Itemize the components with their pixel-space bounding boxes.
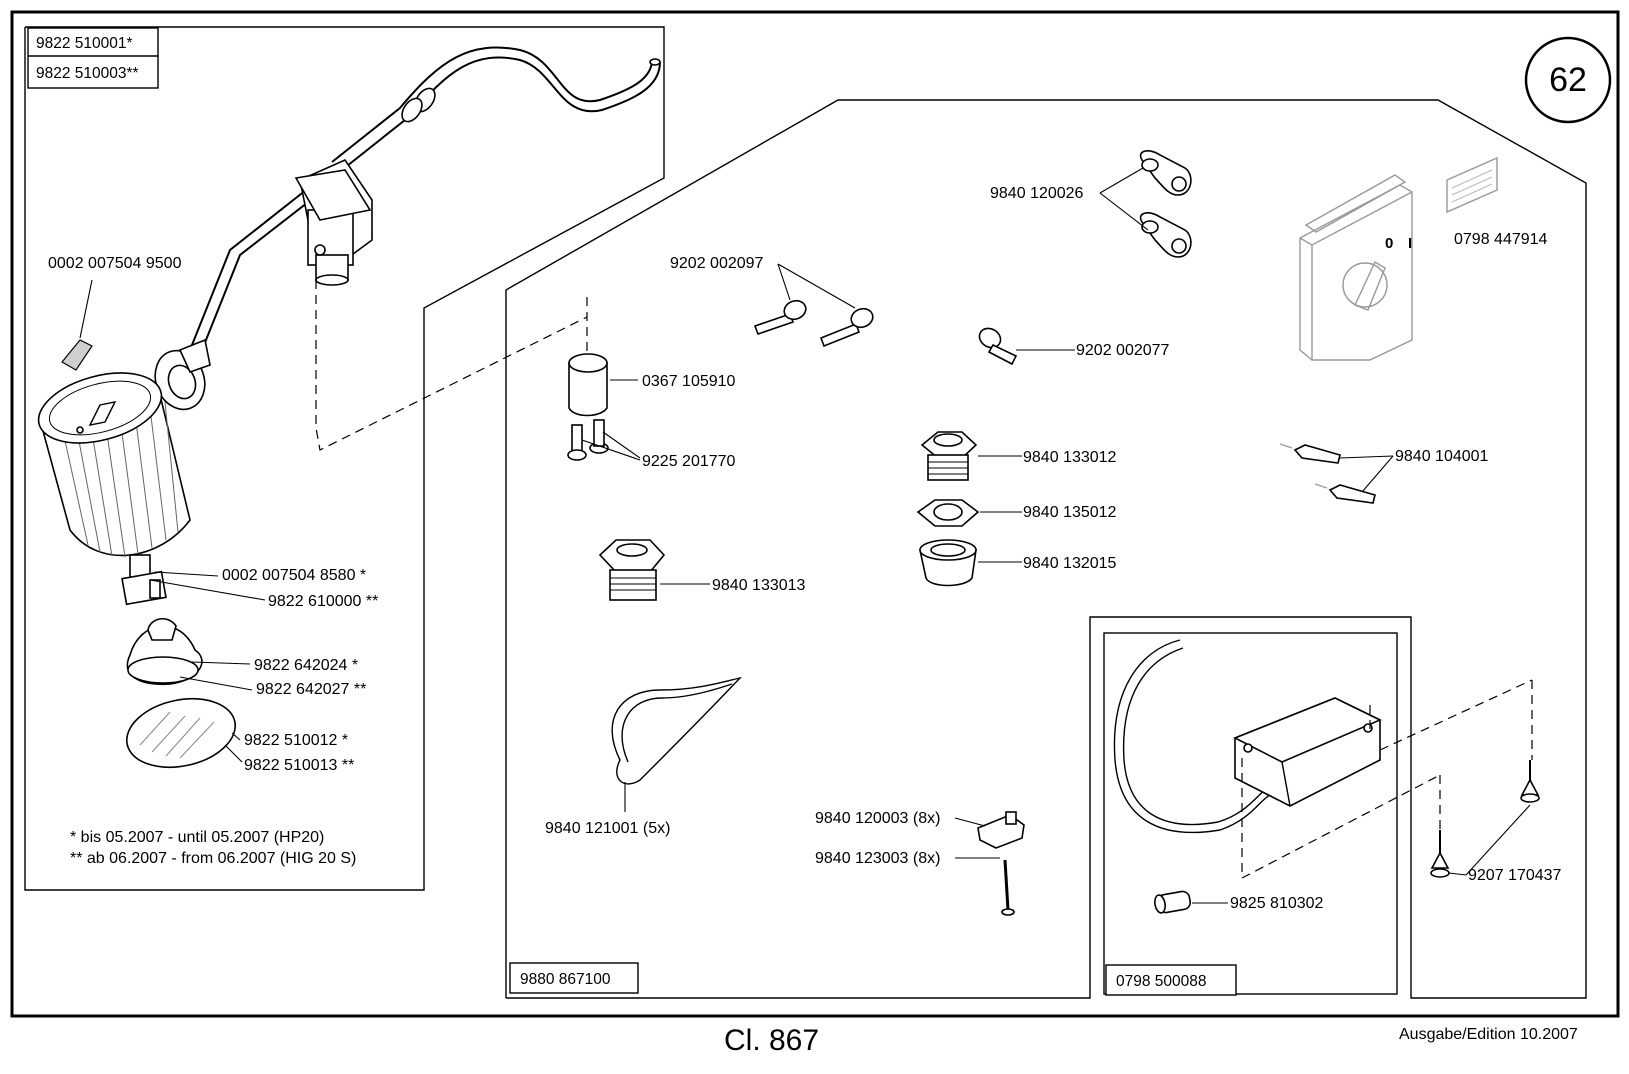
lamp-cable — [189, 46, 661, 356]
clamp-label: 9840 120026 — [990, 185, 1084, 202]
pull-handle-part — [61, 339, 93, 371]
lamp-mount — [154, 338, 211, 411]
gland-left-part — [598, 539, 666, 601]
resistor-label: 9825 810302 — [1230, 895, 1324, 912]
kit-main-label: 9880 867100 — [520, 971, 611, 988]
label-plate-part — [1446, 156, 1498, 214]
glass-a-label: 9822 510012 * — [244, 732, 348, 749]
filter-dashed-link-top — [1379, 679, 1533, 751]
screw-single-label: 9202 002077 — [1076, 342, 1170, 359]
cap-label: 0367 105910 — [642, 373, 736, 390]
lamp-housing — [37, 372, 191, 558]
left-dashed-link — [315, 280, 588, 451]
clamp-part — [1139, 150, 1192, 258]
pin-part — [1001, 859, 1015, 916]
cable-tie-label: 9840 121001 (5x) — [545, 820, 670, 837]
page-number-circle — [1524, 36, 1612, 124]
switch-part: 0 I — [1299, 174, 1413, 361]
screw-pair-part — [753, 299, 874, 348]
resistor-part — [1154, 890, 1192, 914]
gland-large-part — [920, 431, 978, 481]
kit-filter-box: 0798 500088 — [1105, 964, 1237, 996]
page-number: 62 — [1549, 60, 1587, 99]
clip-part — [977, 811, 1025, 849]
edition-date: Ausgabe/Edition 10.2007 — [1399, 1026, 1578, 1043]
screw-single-part — [978, 327, 1018, 366]
kit-filter-label: 0798 500088 — [1116, 973, 1207, 990]
seal-part — [126, 618, 203, 686]
pull-handle-label: 0002 007504 9500 — [48, 255, 182, 272]
cap-part — [568, 353, 608, 417]
switch-mark-on: I — [1408, 235, 1412, 252]
cap-screws — [567, 419, 609, 461]
header-ref-box: 9822 510001* 9822 510003** — [27, 27, 159, 89]
header-ref-1: 9822 510001* — [36, 35, 133, 52]
filter-box-part — [1233, 697, 1382, 807]
kit-main-box: 9880 867100 — [509, 962, 639, 994]
seal-b-label: 9822 642027 ** — [256, 681, 366, 698]
left-leaders — [79, 279, 266, 763]
cap-screws-label: 9225 201770 — [642, 453, 736, 470]
nut-label: 9840 135012 — [1023, 504, 1117, 521]
gland-left-label: 9840 133013 — [712, 577, 806, 594]
footnote-double: ** ab 06.2007 - from 06.2007 (HIG 20 S) — [70, 850, 356, 867]
terminal-label: 9840 104001 — [1395, 448, 1489, 465]
terminal-part — [1279, 443, 1376, 504]
gland-large-label: 9840 133012 — [1023, 449, 1117, 466]
left-panel-outline — [24, 26, 665, 891]
nut-part — [916, 499, 980, 527]
screw-tapping-label: 9207 170437 — [1468, 867, 1562, 884]
glass-b-label: 9822 510013 ** — [244, 757, 354, 774]
gland-small-part — [919, 539, 977, 587]
screw-pair-label: 9202 002097 — [670, 255, 764, 272]
switch-mark-off: 0 — [1385, 235, 1393, 252]
footnote-single: * bis 05.2007 - until 05.2007 (HP20) — [70, 829, 324, 846]
glass-disc — [125, 697, 237, 769]
seal-a-label: 9822 642024 * — [254, 657, 358, 674]
holder-a-label: 0002 007504 8580 * — [222, 567, 366, 584]
lamp-holder — [121, 554, 167, 606]
filter-kit-outline — [1103, 632, 1398, 995]
screw-tapping-part — [1430, 760, 1540, 878]
gland-small-label: 9840 132015 — [1023, 555, 1117, 572]
page-frame — [10, 10, 1620, 1018]
main-kit-outline — [505, 99, 1587, 999]
holder-b-label: 9822 610000 ** — [268, 593, 378, 610]
filter-cable — [1113, 639, 1271, 834]
label-plate-label: 0798 447914 — [1454, 231, 1548, 248]
catalog-class: Cl. 867 — [724, 1024, 820, 1057]
lamp-valve — [294, 158, 373, 286]
cable-tie-part — [611, 676, 743, 785]
clip-label: 9840 120003 (8x) — [815, 810, 940, 827]
pin-label: 9840 123003 (8x) — [815, 850, 940, 867]
filter-dashed-link-bottom — [1241, 774, 1441, 879]
header-ref-2: 9822 510003** — [36, 65, 139, 82]
